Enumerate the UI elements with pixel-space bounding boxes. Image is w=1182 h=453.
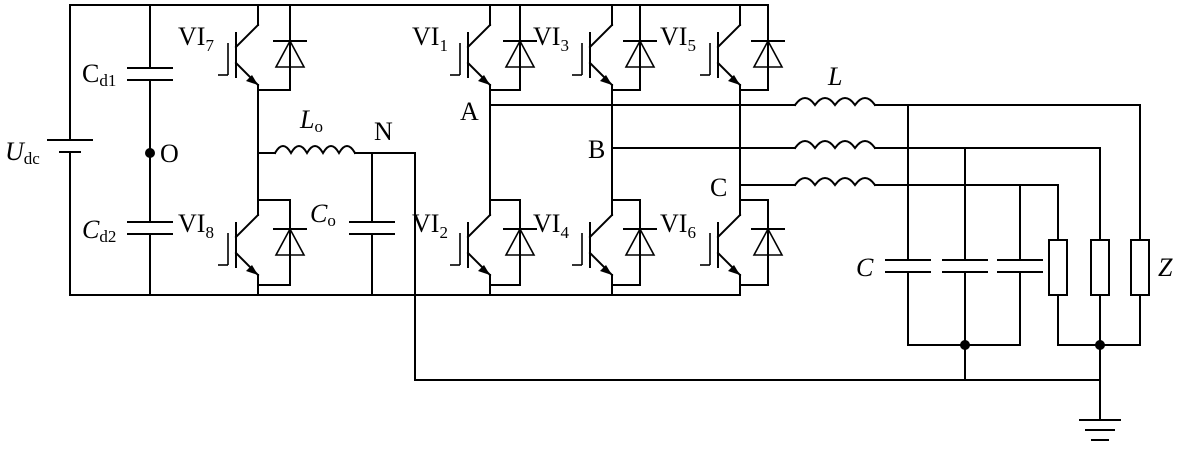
phase-leg-b — [571, 4, 657, 296]
igbt-vi1 — [449, 24, 491, 86]
midpoint-o-dot — [145, 148, 155, 158]
phase-leg-c — [699, 4, 785, 296]
igbt-vi3 — [571, 24, 613, 86]
ground-icon — [1079, 419, 1121, 441]
inductor-lo — [273, 145, 1101, 381]
label-cd2: Cd2 — [82, 215, 116, 246]
label-vi6: VI6 — [660, 209, 696, 242]
label-vi8: VI8 — [178, 209, 214, 242]
label-lo: Lo — [299, 105, 323, 136]
label-node-b: B — [588, 135, 605, 164]
label-node-a: A — [460, 97, 479, 126]
igbt-vi2 — [449, 214, 491, 276]
igbt-vi5 — [699, 24, 741, 86]
capacitor-star-dot — [960, 340, 970, 350]
filter-capacitors — [885, 104, 1043, 381]
label-node-c: C — [710, 173, 727, 202]
label-udc: Udc — [5, 137, 40, 168]
igbt-vi8 — [217, 214, 259, 276]
label-co: Co — [310, 199, 336, 230]
output-line-a — [489, 97, 1141, 241]
output-line-c — [739, 177, 1059, 241]
capacitor-co — [349, 152, 395, 296]
dc-source — [47, 4, 259, 296]
label-vi2: VI2 — [412, 209, 448, 242]
label-vi4: VI4 — [533, 209, 569, 242]
igbt-vi7 — [217, 24, 259, 86]
capacitor-cd1 — [127, 4, 173, 223]
load-star-dot — [1095, 340, 1105, 350]
label-vi1: VI1 — [412, 22, 448, 55]
output-line-b — [611, 140, 1101, 241]
igbt-vi6 — [699, 214, 741, 276]
label-cd1: Cd1 — [82, 59, 116, 90]
igbt-vi4 — [571, 214, 613, 276]
label-vi7: VI7 — [178, 22, 214, 55]
load-resistors — [1048, 239, 1150, 421]
label-vi3: VI3 — [533, 22, 569, 55]
capacitor-cd2 — [127, 221, 173, 296]
label-o: O — [160, 139, 179, 168]
label-n: N — [374, 117, 393, 146]
label-vi5: VI5 — [660, 22, 696, 55]
label-l: L — [827, 62, 842, 91]
phase-leg-a — [449, 4, 537, 296]
label-z: Z — [1158, 253, 1173, 282]
label-c-filter: C — [856, 253, 874, 282]
